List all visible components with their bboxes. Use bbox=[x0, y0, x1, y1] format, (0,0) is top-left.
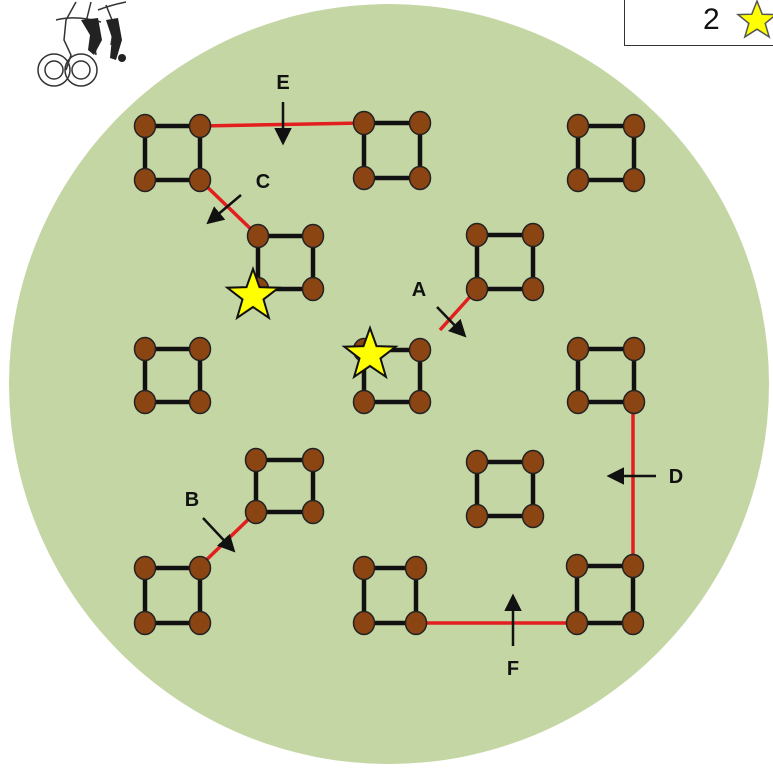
post-icon bbox=[621, 610, 645, 636]
post-icon bbox=[408, 337, 432, 363]
obstacle-box bbox=[465, 222, 545, 302]
post-icon bbox=[133, 389, 157, 415]
post-icon bbox=[244, 499, 268, 525]
post-icon bbox=[408, 165, 432, 191]
post-icon bbox=[622, 389, 646, 415]
obstacle-box bbox=[566, 336, 646, 415]
post-icon bbox=[565, 553, 589, 579]
post-icon bbox=[565, 610, 589, 636]
post-icon bbox=[465, 503, 489, 529]
obstacle-box bbox=[133, 113, 212, 193]
star-icon bbox=[735, 0, 773, 39]
star-icon bbox=[341, 325, 399, 380]
post-icon bbox=[133, 555, 157, 581]
post-icon bbox=[404, 555, 428, 581]
post-icon bbox=[352, 610, 376, 636]
gate-label-c: C bbox=[256, 171, 270, 193]
route-line-c bbox=[198, 178, 260, 238]
post-icon bbox=[246, 223, 270, 249]
gate-label-d: D bbox=[669, 466, 683, 488]
obstacle-box bbox=[244, 447, 325, 525]
obstacle-box bbox=[465, 449, 545, 529]
obstacle-box bbox=[133, 555, 212, 636]
obstacle-box bbox=[352, 110, 432, 191]
post-icon bbox=[133, 113, 157, 139]
post-icon bbox=[566, 167, 590, 193]
star-count-badge: 2 bbox=[624, 0, 773, 46]
post-icon bbox=[301, 499, 325, 525]
obstacle-box bbox=[565, 553, 645, 636]
post-icon bbox=[465, 222, 489, 248]
post-icon bbox=[521, 276, 545, 302]
gate-label-e: E bbox=[276, 72, 289, 94]
post-icon bbox=[566, 113, 590, 139]
gate-label-b: B bbox=[185, 489, 199, 511]
gate-a-arrow bbox=[436, 306, 467, 338]
post-icon bbox=[566, 389, 590, 415]
gate-c-arrow bbox=[206, 194, 242, 225]
gate-arrows bbox=[202, 102, 656, 646]
post-icon bbox=[622, 336, 646, 362]
post-icon bbox=[301, 276, 325, 302]
obstacle-box bbox=[133, 336, 212, 415]
post-icon bbox=[352, 555, 376, 581]
post-icon bbox=[133, 610, 157, 636]
post-icon bbox=[352, 165, 376, 191]
post-icon bbox=[188, 167, 212, 193]
gate-label-a: A bbox=[412, 279, 426, 301]
post-icon bbox=[301, 447, 325, 473]
obstacle-box bbox=[352, 555, 428, 636]
post-icon bbox=[521, 222, 545, 248]
post-icon bbox=[465, 276, 489, 302]
post-icon bbox=[408, 389, 432, 415]
post-icon bbox=[133, 167, 157, 193]
post-icon bbox=[566, 336, 590, 362]
star-count: 2 bbox=[703, 3, 720, 36]
post-icon bbox=[465, 449, 489, 475]
obstacle-box bbox=[566, 113, 646, 193]
post-icon bbox=[622, 167, 646, 193]
post-icon bbox=[404, 610, 428, 636]
post-icon bbox=[188, 610, 212, 636]
post-icon bbox=[188, 555, 212, 581]
gate-b-arrow bbox=[202, 517, 236, 553]
post-icon bbox=[521, 503, 545, 529]
obstacles bbox=[133, 110, 646, 636]
post-icon bbox=[352, 110, 376, 136]
post-icon bbox=[521, 449, 545, 475]
post-icon bbox=[188, 336, 212, 362]
post-icon bbox=[408, 110, 432, 136]
post-icon bbox=[621, 553, 645, 579]
post-icon bbox=[301, 223, 325, 249]
post-icon bbox=[188, 113, 212, 139]
gate-label-f: F bbox=[507, 658, 519, 680]
star-icon bbox=[224, 266, 282, 321]
post-icon bbox=[352, 389, 376, 415]
post-icon bbox=[622, 113, 646, 139]
arena-circle bbox=[9, 4, 769, 764]
post-icon bbox=[188, 389, 212, 415]
harness-horse-logo-icon bbox=[37, 1, 127, 87]
post-icon bbox=[244, 447, 268, 473]
post-icon bbox=[133, 336, 157, 362]
